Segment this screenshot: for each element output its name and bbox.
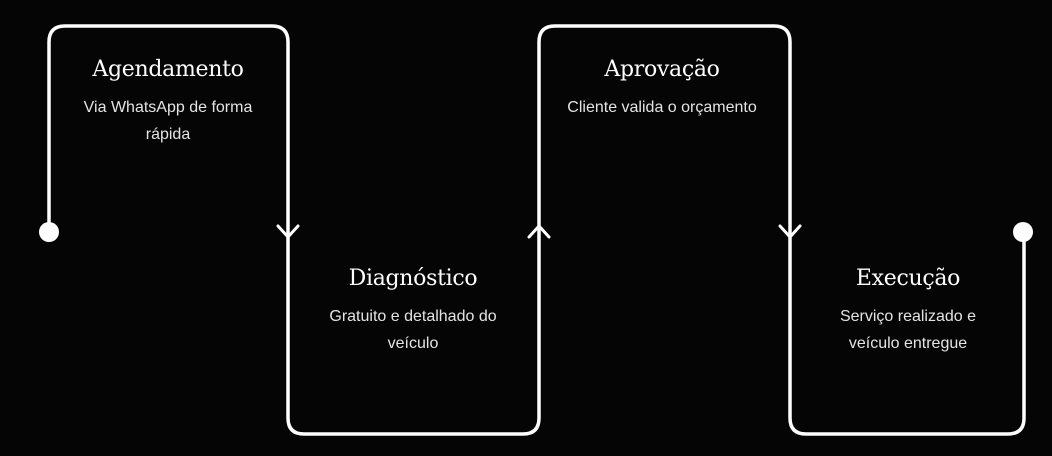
step-execucao: Execução Serviço realizado e veículo ent… [788, 265, 1028, 357]
step-aprovacao: Aprovação Cliente valida o orçamento [542, 56, 782, 121]
step-title: Execução [855, 266, 961, 291]
step-title: Agendamento [92, 57, 244, 82]
step-description: Cliente valida o orçamento [567, 99, 757, 116]
step-agendamento: Agendamento Via WhatsApp de forma rápida [48, 56, 288, 148]
start-dot [39, 222, 59, 242]
flow-path [47, 24, 1026, 436]
step-description: Serviço realizado e veículo entregue [839, 308, 977, 352]
step-title: Diagnóstico [348, 266, 478, 291]
step-diagnostico: Diagnóstico Gratuito e detalhado do veíc… [293, 265, 533, 357]
step-title: Aprovação [604, 57, 720, 82]
arrow-down-icon [276, 224, 300, 239]
step-description: Gratuito e detalhado do veículo [329, 308, 497, 352]
arrow-up-icon [527, 224, 551, 239]
arrow-down-icon [778, 224, 802, 239]
step-description: Via WhatsApp de forma rápida [83, 99, 253, 143]
end-dot [1013, 222, 1033, 242]
